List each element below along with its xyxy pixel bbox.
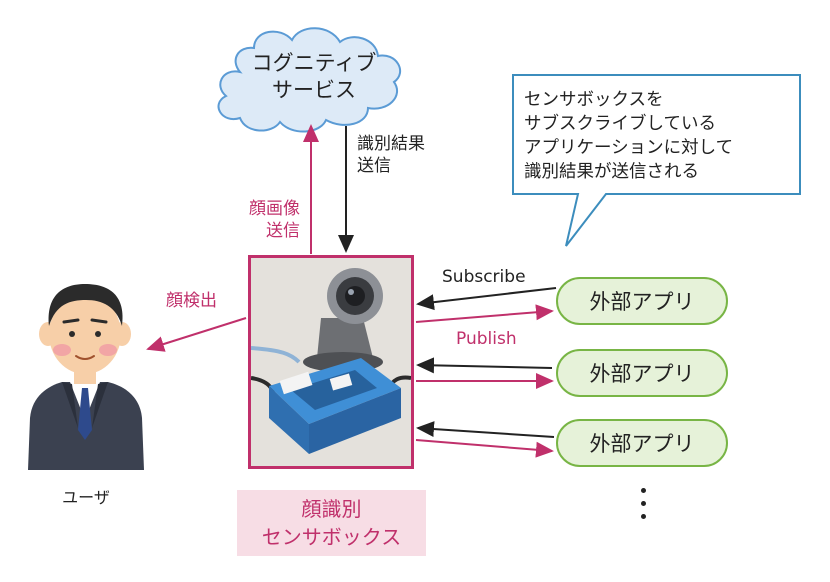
publish-label: Publish [456, 329, 517, 349]
face-detect-label: 顔検出 [166, 291, 217, 311]
external-app-3: 外部アプリ [556, 419, 728, 467]
cognitive-service-cloud [217, 27, 401, 133]
callout-text: センサボックスを サブスクライブしている アプリケーションに対して 識別結果が送… [524, 88, 796, 184]
callout-bubble [512, 74, 801, 247]
external-app-2: 外部アプリ [556, 349, 728, 397]
subscribe-arrow-3 [416, 421, 555, 438]
subscribe-arrow-1 [416, 287, 557, 311]
publish-arrow-1 [415, 304, 554, 323]
result-label: 識別結果 送信 [357, 133, 425, 177]
callout-line: センサボックスを [524, 90, 664, 110]
result-label-line2: 送信 [357, 156, 391, 176]
subscribe-label: Subscribe [442, 267, 526, 287]
callout-line: 識別結果が送信される [524, 162, 699, 182]
cloud-label: コグニティブ サービス [236, 50, 392, 104]
face-detect-arrow [146, 317, 247, 352]
cloud-label-line2: サービス [272, 78, 356, 102]
publish-arrow-3 [415, 439, 554, 458]
callout-line: サブスクライブしている [524, 114, 716, 134]
face-image-label: 顔画像 送信 [248, 198, 300, 242]
face-image-label-line1: 顔画像 [249, 199, 300, 219]
subscribe-arrow-2 [416, 357, 553, 374]
user-illustration [28, 284, 144, 470]
external-app-1: 外部アプリ [556, 277, 728, 325]
sensor-box-label-line2: センサボックス [261, 525, 402, 549]
cloud-label-line1: コグニティブ [251, 51, 377, 75]
result-label-line1: 識別結果 [357, 134, 425, 154]
user-caption: ユーザ [62, 488, 110, 507]
face-image-label-line2: 送信 [266, 221, 300, 241]
sensor-box-photo [248, 255, 414, 469]
sensor-box-label-line1: 顔識別 [301, 497, 362, 521]
callout-line: アプリケーションに対して [524, 138, 734, 158]
more-apps-ellipsis [641, 488, 646, 527]
sensor-box-illustration [251, 258, 411, 466]
sensor-box-label: 顔識別 センサボックス [237, 490, 426, 556]
